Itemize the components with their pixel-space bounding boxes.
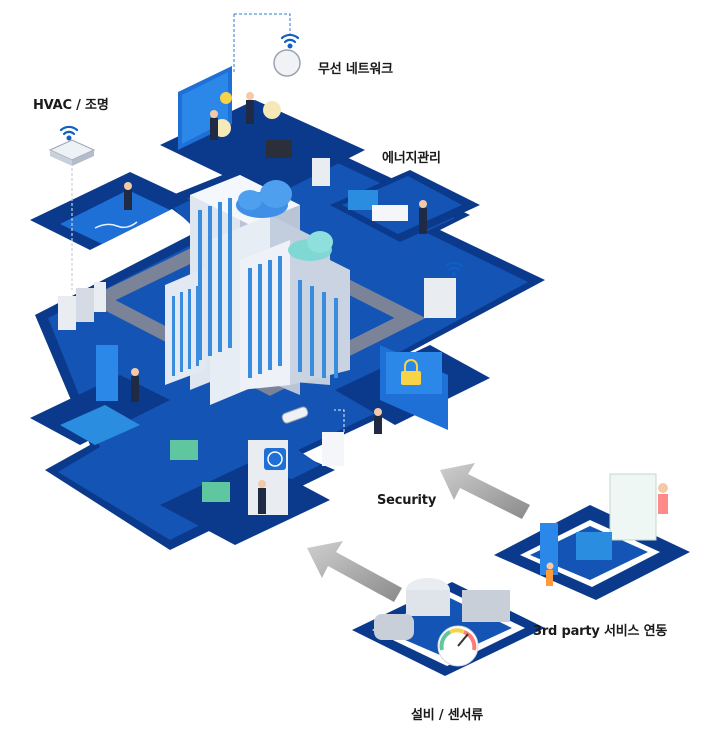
label-equipment-sensors: 설비 / 센서류: [411, 708, 483, 723]
security-tile: [322, 278, 490, 466]
wifi-icon: [59, 33, 464, 277]
arrow-third-party: [440, 463, 530, 519]
label-energy-management: 에너지관리: [382, 151, 441, 166]
cctv-camera-icon: [281, 406, 345, 432]
people: [124, 92, 554, 586]
hvac-units: [58, 282, 106, 330]
third-party-tile: [494, 473, 690, 600]
hvac-tile: [30, 172, 190, 250]
label-wireless-network: 무선 네트워크: [318, 62, 393, 77]
label-security: Security: [377, 493, 437, 508]
arrow-equipment: [307, 541, 402, 602]
gauge-icon: [437, 625, 479, 667]
equipment-tile: [352, 578, 545, 676]
energy-tile: [312, 158, 480, 242]
buildings: [165, 175, 350, 405]
ceiling-ac-icon: [48, 139, 96, 290]
label-hvac-lighting: HVAC / 조명: [33, 98, 109, 113]
label-third-party: 3rd party 서비스 연동: [533, 624, 668, 639]
gate-tile: [160, 440, 330, 545]
router-device: [233, 13, 301, 77]
cloud-icon: [236, 180, 333, 261]
